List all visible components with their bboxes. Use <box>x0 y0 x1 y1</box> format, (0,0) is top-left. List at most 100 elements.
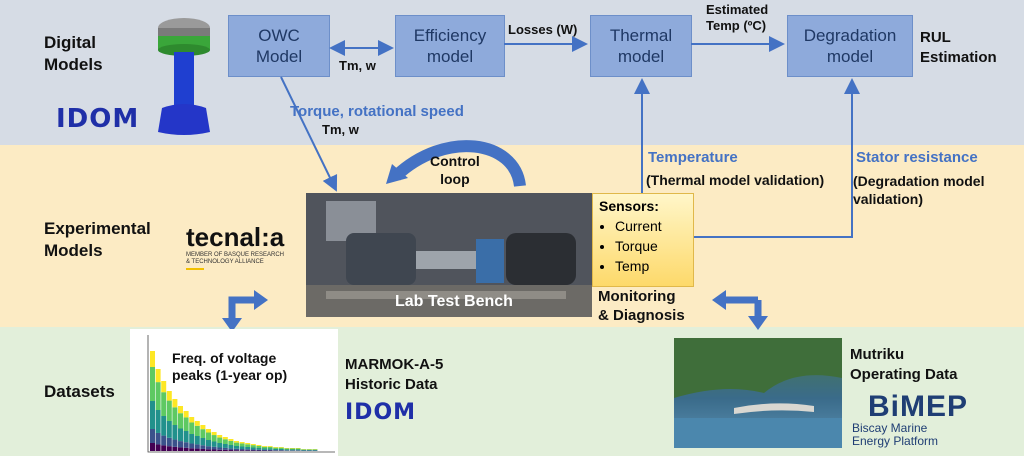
histogram-bar <box>256 448 262 450</box>
histogram-bar <box>284 449 290 451</box>
histogram-bar <box>155 382 161 410</box>
histogram-bar <box>194 436 200 445</box>
histogram-bar <box>172 399 178 408</box>
histogram-bar <box>206 432 211 440</box>
histogram-bar <box>166 437 172 447</box>
lab-test-bench-label: Lab Test Bench <box>395 293 513 310</box>
histogram-bar <box>273 450 279 451</box>
histogram-bar <box>250 450 256 451</box>
sensor-temp: Temp <box>615 256 693 276</box>
histogram-bar <box>217 435 223 438</box>
histogram-bar <box>273 447 279 449</box>
histogram-bar <box>234 448 239 451</box>
histogram-bar <box>200 425 206 430</box>
histogram-bar <box>250 447 256 450</box>
histogram-bar <box>211 435 217 442</box>
datasets-label: Datasets <box>44 382 115 401</box>
histogram-bar <box>183 411 189 418</box>
histogram-bar <box>150 351 155 367</box>
histogram-bar <box>178 441 183 448</box>
histogram-bar <box>228 448 234 451</box>
torque-speed-label: Torque, rotational speed <box>290 103 464 120</box>
histogram-bar <box>155 444 161 451</box>
histogram-bar <box>278 447 284 449</box>
histogram-bar <box>262 449 267 451</box>
histogram-bar <box>273 449 279 451</box>
histogram-bar <box>245 444 251 447</box>
histogram-bar <box>183 447 189 451</box>
histogram-bar <box>262 448 267 450</box>
freq-voltage-peaks-label: Freq. of voltage peaks (1-year op) <box>172 350 288 383</box>
histogram-bar <box>150 443 155 451</box>
histogram-bar <box>234 450 239 451</box>
owc-model-box: OWC Model <box>228 15 330 77</box>
histogram-bar <box>267 449 273 451</box>
histogram-bar <box>155 369 161 383</box>
histogram-bar <box>234 441 239 443</box>
histogram-bar <box>239 446 245 450</box>
histogram-bar <box>150 429 155 443</box>
histogram-bar <box>178 413 183 429</box>
sensors-box: Sensors: Current Torque Temp <box>592 193 694 287</box>
control-loop-label: Control loop <box>430 153 480 187</box>
histogram-bar <box>183 442 189 448</box>
histogram-bar <box>161 392 167 416</box>
histogram-bar <box>211 441 217 447</box>
sensors-title: Sensors: <box>599 198 659 214</box>
histogram-bar <box>222 439 228 444</box>
idom-logo-small: IDOM <box>345 400 417 425</box>
histogram-bar <box>189 417 195 423</box>
histogram-bar <box>172 407 178 425</box>
histogram-bar <box>194 444 200 449</box>
histogram-bar <box>166 391 172 401</box>
histogram-bar <box>290 449 295 451</box>
histogram-bar <box>312 449 318 450</box>
histogram-bar <box>161 416 167 436</box>
histogram-bar <box>200 429 206 438</box>
histogram-bar <box>234 442 239 446</box>
temperature-label: Temperature <box>648 149 738 166</box>
histogram-bar <box>301 449 307 450</box>
owc-turbine-image <box>158 18 210 135</box>
histogram-bar <box>278 450 284 451</box>
histogram-bar <box>222 449 228 451</box>
histogram-bar <box>312 450 318 451</box>
sensor-current: Current <box>615 216 693 236</box>
histogram-bar <box>183 431 189 443</box>
histogram-bar <box>295 448 301 450</box>
histogram-bar <box>211 446 217 450</box>
mutriku-photo <box>674 338 842 448</box>
histogram-bar <box>211 449 217 451</box>
histogram-axes <box>147 335 335 453</box>
histogram-bar <box>155 410 161 433</box>
histogram-bar <box>234 446 239 449</box>
rul-estimation-label: RUL Estimation <box>920 29 997 66</box>
histogram-bar <box>228 439 234 441</box>
histogram-bar <box>200 448 206 451</box>
tecnalia-logo: tecnal:a <box>186 222 285 252</box>
histogram-bar <box>222 437 228 440</box>
experimental-models-label: Experimental Models <box>44 219 151 260</box>
histogram-bar <box>278 449 284 451</box>
histogram-bar <box>267 446 273 447</box>
thermal-validation-label: (Thermal model validation) <box>646 172 825 188</box>
histogram-bar <box>217 449 223 451</box>
histogram-bar <box>166 400 172 421</box>
histogram-bar <box>178 406 183 414</box>
histogram-bar <box>200 438 206 446</box>
histogram-bar <box>206 449 211 451</box>
histogram-bar <box>262 446 267 447</box>
histogram-bar <box>200 445 206 449</box>
histogram-bar <box>194 448 200 451</box>
tm-w-label: Tm, w <box>339 58 376 73</box>
monitoring-diagnosis-label: Monitoring & Diagnosis <box>598 288 685 324</box>
histogram-bar <box>306 450 312 451</box>
histogram-bar <box>290 448 295 450</box>
marmok-data-label: MARMOK-A-5 Historic Data <box>345 356 444 393</box>
histogram-bar <box>245 450 251 451</box>
bimep-tagline: Biscay Marine Energy Platform <box>852 421 939 448</box>
histogram-bar <box>267 448 273 450</box>
voltage-peaks-histogram <box>130 329 338 456</box>
histogram-bar <box>183 417 189 431</box>
sensor-torque: Torque <box>615 236 693 256</box>
